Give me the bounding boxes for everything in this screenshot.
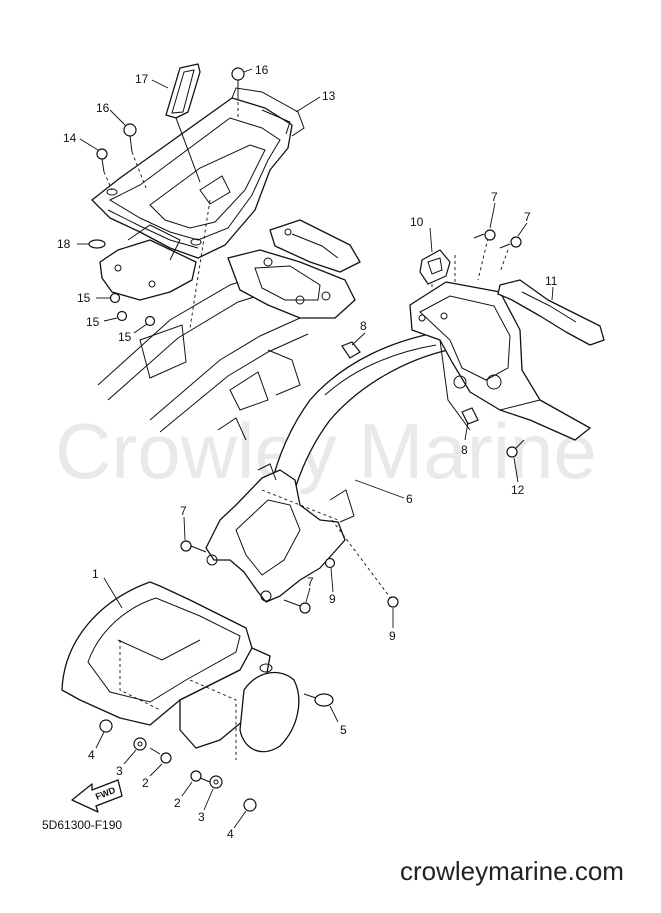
callout-5: 5 bbox=[340, 723, 347, 737]
leader-7a bbox=[489, 202, 496, 229]
callout-1: 1 bbox=[92, 567, 99, 581]
leader-3b bbox=[203, 788, 214, 811]
front-fender[interactable] bbox=[61, 581, 271, 760]
callout-14: 14 bbox=[63, 131, 77, 145]
callout-7: 7 bbox=[307, 575, 314, 589]
callout-6: 6 bbox=[406, 492, 413, 506]
callout-17: 17 bbox=[135, 72, 149, 86]
callout-9: 9 bbox=[329, 592, 336, 606]
nut-15-c[interactable] bbox=[144, 315, 156, 327]
callout-3: 3 bbox=[116, 764, 123, 778]
callout-2: 2 bbox=[142, 776, 149, 790]
leader-12 bbox=[513, 457, 519, 483]
leader-7c bbox=[183, 516, 186, 541]
leader-11 bbox=[551, 286, 554, 301]
connector-line bbox=[477, 237, 489, 281]
leader-2a bbox=[149, 763, 163, 777]
callout-13: 13 bbox=[322, 89, 336, 103]
bracket-11[interactable] bbox=[497, 279, 605, 346]
leader-16a bbox=[243, 68, 253, 73]
clip-8-lower[interactable] bbox=[461, 407, 479, 425]
connector-line bbox=[499, 249, 509, 273]
leader-5 bbox=[329, 705, 339, 723]
fender-side-cover[interactable] bbox=[239, 663, 300, 753]
grab-strap[interactable] bbox=[165, 63, 201, 183]
leader-8b bbox=[464, 421, 469, 441]
nut-4-b[interactable] bbox=[243, 798, 257, 812]
leader-9a bbox=[330, 567, 334, 593]
callout-3: 3 bbox=[198, 810, 205, 824]
bolt-2-b[interactable] bbox=[190, 770, 211, 783]
leader-2b bbox=[181, 781, 193, 797]
bolt-12[interactable] bbox=[506, 439, 525, 458]
bolt-16-top[interactable] bbox=[231, 67, 245, 118]
callout-11: 11 bbox=[545, 274, 558, 288]
bolt-7-c[interactable] bbox=[180, 540, 207, 553]
site-footer[interactable]: crowleymarine.com bbox=[400, 856, 624, 886]
bolt-7-a[interactable] bbox=[473, 229, 496, 241]
leader-3a bbox=[123, 749, 137, 765]
leader-15c bbox=[133, 323, 148, 334]
nut-15-a[interactable] bbox=[109, 292, 121, 304]
callout-2: 2 bbox=[174, 796, 181, 810]
rear-frame bbox=[97, 219, 361, 441]
leader-4a bbox=[95, 731, 105, 749]
callout-12: 12 bbox=[511, 483, 525, 497]
callout-4: 4 bbox=[88, 748, 95, 762]
storage-tray[interactable] bbox=[91, 87, 305, 259]
leader-1 bbox=[103, 577, 123, 609]
bolt-5[interactable] bbox=[303, 693, 334, 707]
callout-8: 8 bbox=[360, 319, 367, 333]
nut-15-b[interactable] bbox=[116, 310, 128, 322]
leader-7b bbox=[517, 222, 528, 237]
bolt-7-b[interactable] bbox=[499, 236, 522, 249]
callout-15: 15 bbox=[86, 315, 100, 329]
washer-3-b[interactable] bbox=[209, 775, 223, 789]
callout-15: 15 bbox=[77, 291, 91, 305]
callout-10: 10 bbox=[410, 215, 424, 229]
nut-4-a[interactable] bbox=[99, 719, 113, 733]
grommet-18[interactable] bbox=[88, 239, 106, 249]
leader-14 bbox=[79, 138, 99, 151]
grommet-10[interactable] bbox=[419, 249, 451, 285]
tray-front-bracket[interactable] bbox=[99, 224, 197, 301]
leader-4b bbox=[233, 810, 247, 829]
leader-15b bbox=[103, 317, 118, 322]
bolt-7-d[interactable] bbox=[283, 599, 311, 614]
callout-7: 7 bbox=[491, 190, 498, 204]
leader-6 bbox=[354, 479, 405, 499]
callout-16: 16 bbox=[255, 63, 269, 77]
leader-7d bbox=[305, 587, 311, 603]
bolt-16-left[interactable] bbox=[123, 123, 147, 189]
diagram-code: 5D61300-F190 bbox=[42, 818, 123, 832]
callout-4: 4 bbox=[227, 827, 234, 841]
leader-16b bbox=[109, 109, 127, 127]
screw-9-a[interactable] bbox=[324, 557, 336, 569]
washer-3-a[interactable] bbox=[133, 737, 147, 751]
leader-13 bbox=[295, 96, 321, 113]
screw-14[interactable] bbox=[96, 148, 113, 191]
callout-9: 9 bbox=[389, 629, 396, 643]
callout-16: 16 bbox=[96, 101, 110, 115]
rear-fender[interactable] bbox=[205, 331, 449, 603]
callout-7: 7 bbox=[180, 504, 187, 518]
screw-9-b[interactable] bbox=[387, 596, 399, 608]
clip-8-upper[interactable] bbox=[341, 341, 361, 359]
callout-7: 7 bbox=[524, 210, 531, 224]
bolt-2-a[interactable] bbox=[149, 747, 172, 764]
leader-8a bbox=[351, 332, 366, 346]
leader-10 bbox=[429, 227, 433, 253]
callout-18: 18 bbox=[57, 237, 71, 251]
leader-17 bbox=[151, 79, 169, 89]
fwd-arrow: FWD bbox=[71, 779, 123, 813]
callout-8: 8 bbox=[461, 443, 468, 457]
callout-15: 15 bbox=[118, 330, 132, 344]
license-bracket[interactable] bbox=[409, 281, 591, 441]
